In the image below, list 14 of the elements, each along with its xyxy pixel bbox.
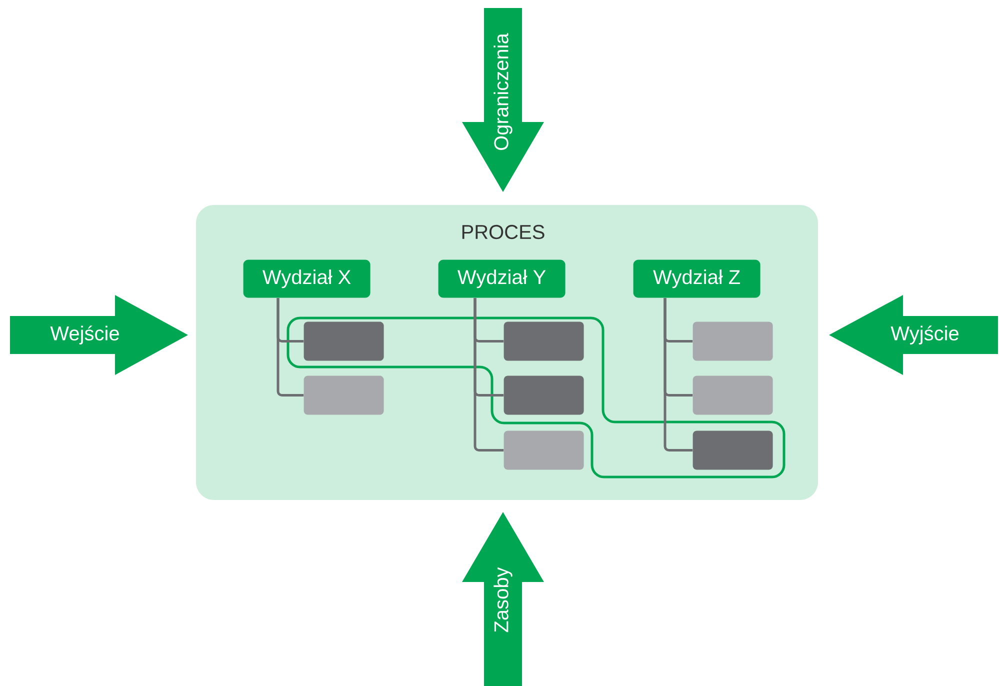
- task-box: [304, 376, 384, 415]
- tree-connector: [474, 298, 504, 452]
- task-box: [504, 322, 584, 361]
- task-box: [692, 376, 773, 415]
- department-box: Wydział X: [243, 260, 370, 298]
- department-box: Wydział Z: [633, 260, 760, 298]
- tree-connector: [664, 298, 693, 452]
- task-box: [504, 376, 584, 415]
- task-box: [504, 430, 584, 470]
- department-box: Wydział Y: [438, 260, 566, 298]
- tree-connector: [276, 298, 304, 397]
- task-box: [304, 322, 384, 361]
- task-box: [692, 430, 773, 470]
- task-box: [692, 322, 773, 361]
